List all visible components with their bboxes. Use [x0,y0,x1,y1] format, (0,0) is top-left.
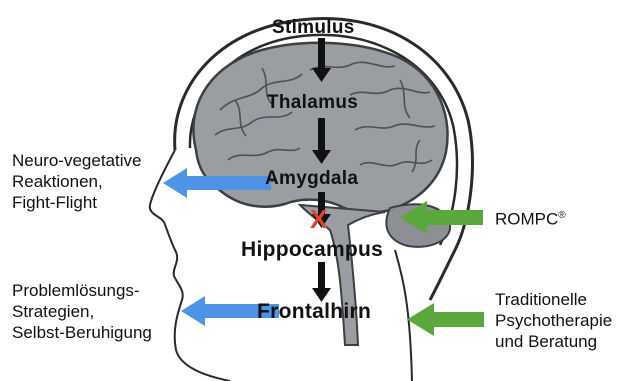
note-problem-line-3: Selbst-Beruhigung [12,322,152,343]
note-trad-line-3: und Beratung [495,331,612,352]
note-problem-line-1: Problemlösungs- [12,280,152,301]
stage-thalamus: Thalamus [267,92,358,114]
note-rompc-text: ROMPC [495,210,558,229]
note-neuro-line-1: Neuro-vegetative [12,150,141,171]
neck-line [395,250,412,381]
green-arrow-bottom [407,303,484,336]
stage-hippocampus: Hippocampus [241,238,383,262]
note-neuro-line-3: Fight-Flight [12,192,141,213]
registered-mark: ® [558,210,565,221]
note-trad-line-2: Psychotherapie [495,310,612,331]
note-rompc: ROMPC® [495,205,566,230]
arrow-hippocampus-frontalhirn [312,262,331,302]
note-problemloesung: Problemlösungs- Strategien, Selbst-Beruh… [12,280,152,343]
stage-amygdala: Amygdala [265,168,358,190]
stage-frontalhirn: Frontalhirn [257,300,371,324]
blocked-x-icon: X [310,204,327,235]
stage-stimulus: Stimulus [272,17,355,39]
green-arrows [400,201,484,336]
note-problem-line-2: Strategien, [12,301,152,322]
note-traditionelle: Traditionelle Psychotherapie und Beratun… [495,289,612,352]
note-neuro-line-2: Reaktionen, [12,171,141,192]
note-trad-line-1: Traditionelle [495,289,612,310]
note-neuro-vegetative: Neuro-vegetative Reaktionen, Fight-Fligh… [12,150,141,213]
